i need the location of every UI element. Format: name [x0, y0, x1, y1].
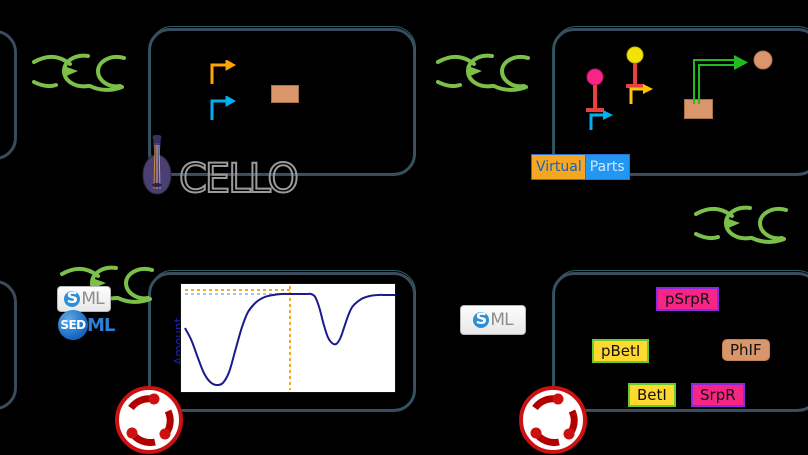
- virtual-parts-logo-right: Parts: [584, 154, 630, 180]
- sedml-sed-text: SED: [60, 318, 86, 332]
- virtual-parts-right-text: Parts: [589, 159, 625, 175]
- part-pbeti[interactable]: pBetI: [592, 339, 650, 363]
- promoter-arrow-cyan-icon: [210, 96, 236, 120]
- part-srpr[interactable]: SrpR: [691, 383, 745, 407]
- sedml-circle-icon: SED: [58, 310, 88, 340]
- plot-series-amount: [184, 292, 395, 387]
- panel-parts: [552, 272, 808, 412]
- panel-left-edge-bottom: [0, 280, 17, 410]
- protein-tan-icon: [753, 50, 773, 70]
- promoter-arrow-orange-icon-2: [629, 84, 653, 104]
- sedml-logo: SED ML: [58, 310, 115, 340]
- part-beti[interactable]: BetI: [628, 383, 676, 407]
- plot-svg: [184, 286, 395, 390]
- repressor-pink-icon: [586, 68, 604, 112]
- promoter-arrow-orange-icon: [210, 60, 236, 84]
- sbol-logo-right: [694, 205, 788, 244]
- sbml-logo-left-text: ML: [81, 289, 104, 309]
- sbml-logo-right: ML: [460, 305, 526, 335]
- simulation-plot: [180, 283, 396, 393]
- part-phif[interactable]: PhIF: [722, 339, 770, 361]
- sbol-logo-top-mid: [436, 53, 530, 92]
- ibiosim-logo-left: [115, 386, 183, 454]
- repressor-yellow-icon: [626, 46, 644, 88]
- promoter-arrow-cyan-icon-2: [589, 110, 613, 130]
- sbol-logo-top-left: [32, 53, 126, 92]
- cello-instrument-icon: [142, 135, 172, 195]
- panel-left-edge-top: [0, 30, 17, 160]
- cello-logo-text: CELLO: [178, 156, 300, 202]
- sbml-logo-right-text: ML: [490, 310, 513, 330]
- virtual-parts-logo-left: Virtual: [531, 154, 587, 180]
- sbml-logo-left: ML: [57, 286, 111, 312]
- part-psrpr[interactable]: pSrpR: [656, 287, 720, 311]
- sbml-s-icon-2: [473, 309, 490, 328]
- cello-logo: CELLO: [135, 133, 300, 202]
- ibiosim-logo-right: [519, 386, 587, 454]
- virtual-parts-logo: Virtual Parts: [531, 154, 630, 180]
- cds-box-brown-icon: [271, 85, 299, 103]
- sbml-s-icon: [64, 288, 81, 307]
- panel-cello: [148, 28, 416, 176]
- panel-virtual-parts: [552, 28, 808, 176]
- production-arrow-green-icon: [693, 55, 748, 104]
- virtual-parts-left-text: Virtual: [536, 159, 582, 175]
- panel-simulation: [148, 272, 416, 412]
- sedml-ml-text: ML: [87, 314, 115, 336]
